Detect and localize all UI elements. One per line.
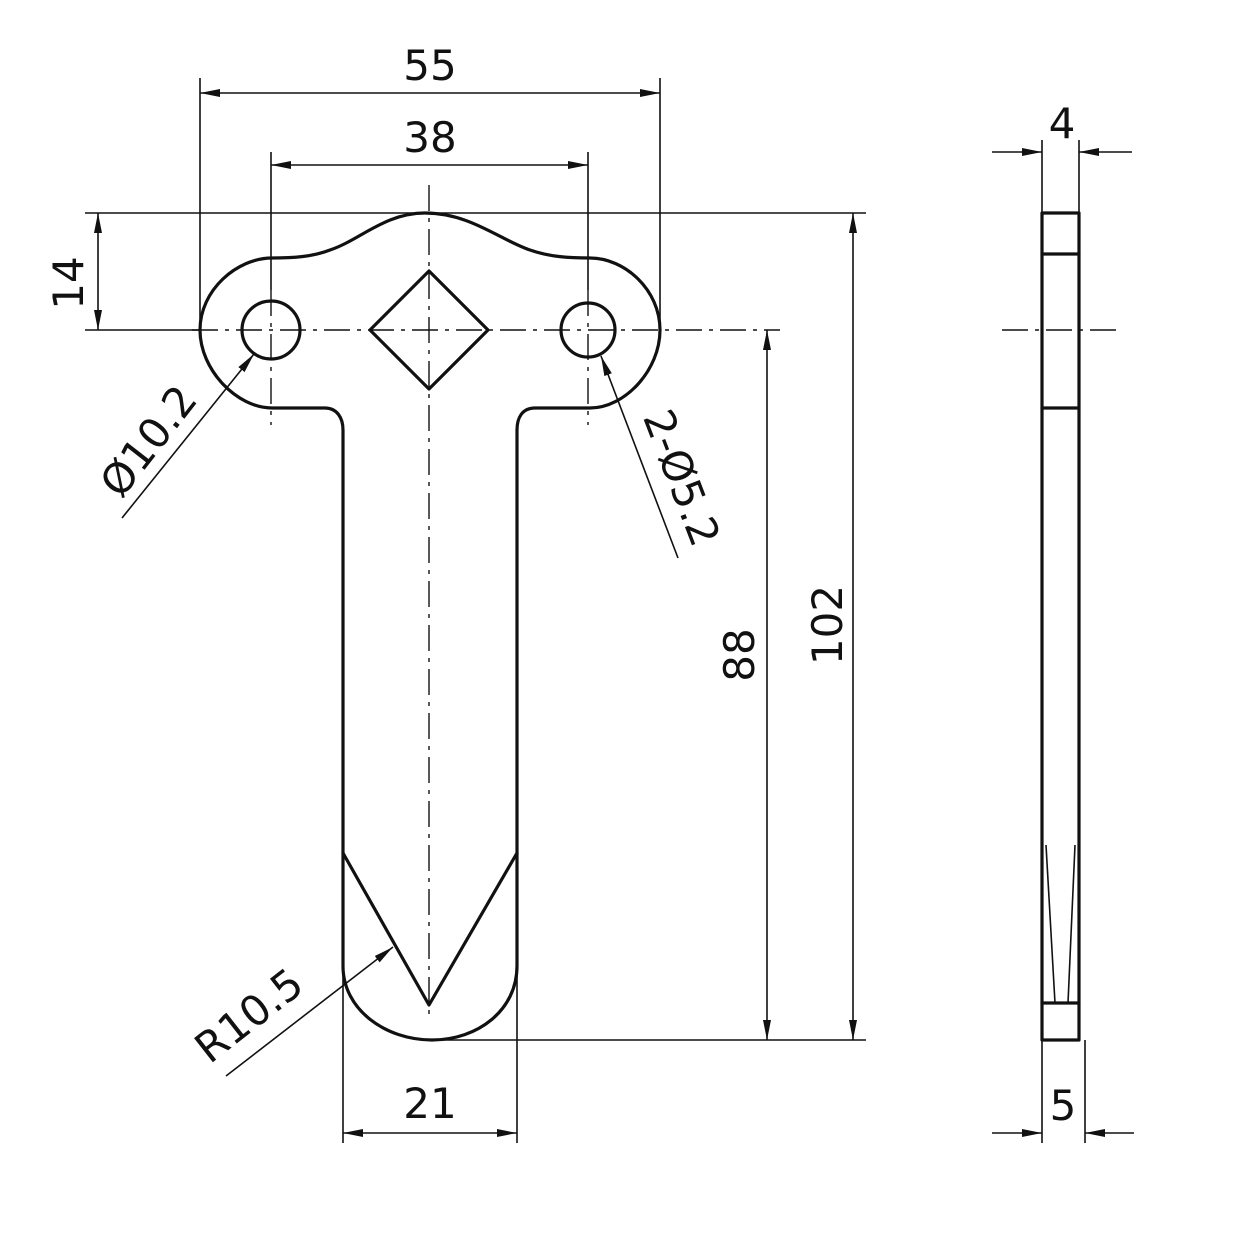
dim-side-thickness-top: 4 <box>1049 99 1076 148</box>
dim-shank-width: 21 <box>403 1079 456 1128</box>
side-view: 4 5 <box>992 99 1134 1143</box>
front-view <box>192 185 780 1042</box>
dim-total-length: 102 <box>803 585 852 665</box>
dim-head-height: 14 <box>44 256 93 309</box>
part-outline <box>198 211 662 1042</box>
dim-hole-spacing: 38 <box>403 113 456 162</box>
dim-large-hole-dia: Ø10.2 <box>90 376 207 506</box>
square-hole <box>368 269 490 391</box>
side-profile <box>1040 211 1081 1042</box>
v-groove <box>341 851 519 1007</box>
leader-tip-radius <box>225 946 394 1077</box>
dimensions: 55 38 14 102 88 21 Ø10.2 2-Ø5.2 R10.5 <box>44 41 866 1143</box>
dim-hole-to-tip: 88 <box>715 628 764 681</box>
dim-tip-radius: R10.5 <box>186 958 313 1072</box>
leader-large-hole <box>121 353 255 519</box>
dim-overall-width: 55 <box>403 41 456 90</box>
leader-small-holes <box>600 355 679 559</box>
dim-side-thickness-bottom: 5 <box>1050 1081 1077 1130</box>
